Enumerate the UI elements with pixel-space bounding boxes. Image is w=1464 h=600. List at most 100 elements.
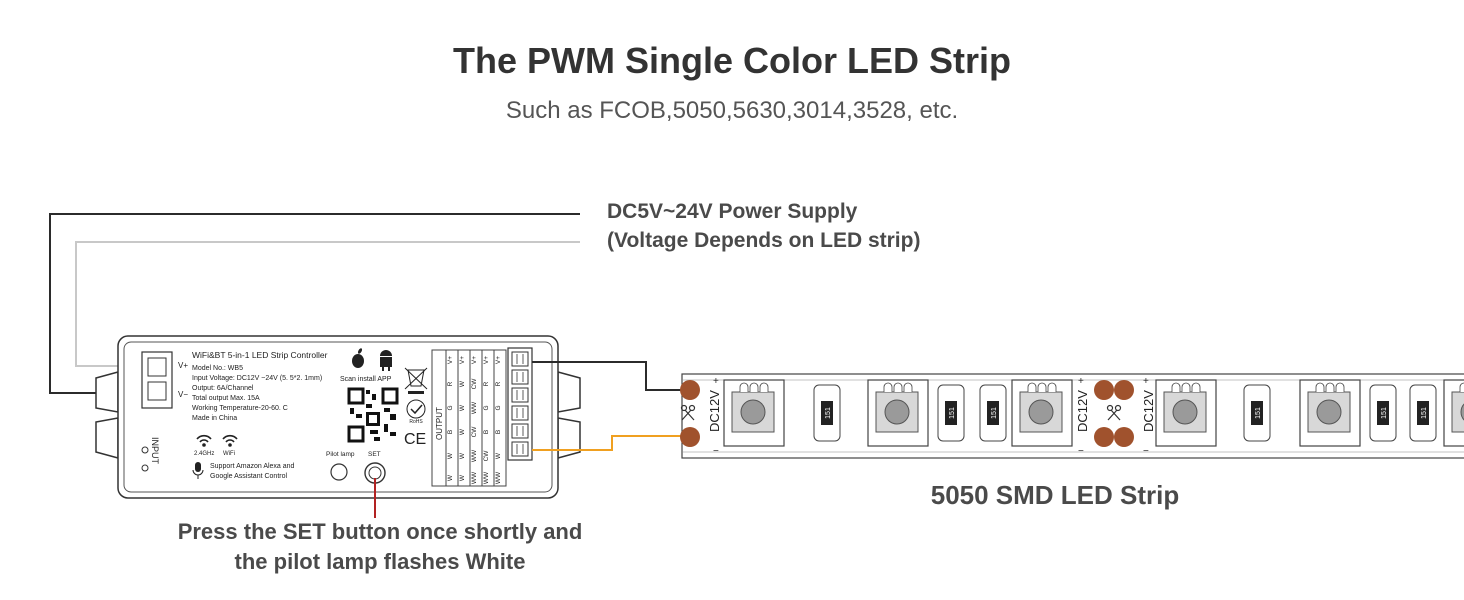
strip-plus-mark: + (1078, 376, 1084, 387)
power-supply-voltage-note: (Voltage Depends on LED strip) (607, 229, 921, 252)
output-cell: CW (483, 450, 490, 462)
android-icon (380, 350, 392, 371)
led-strip-label: 5050 SMD LED Strip (930, 480, 1180, 510)
wifi-2ghz-icon (196, 434, 212, 447)
strip-minus-mark: − (1078, 446, 1084, 457)
output-cell: V+ (471, 356, 478, 364)
output-cell: W (459, 474, 466, 481)
output-cell: B (483, 430, 490, 434)
output-cell: W (459, 428, 466, 435)
set-instruction: Press the SET button once shortly and th… (140, 517, 620, 577)
qr-code (347, 387, 399, 443)
output-cell: V+ (483, 356, 490, 364)
terminal-slot (511, 441, 529, 457)
input-vminus-label: V− (178, 390, 188, 399)
output-cell: WW (471, 401, 478, 414)
output-terminal-block (511, 351, 529, 457)
wifi-label: WiFi (223, 451, 235, 457)
controller-device: V+ V− INPUT WiFi&BT 5-in-1 LED Strip Con… (95, 335, 581, 499)
resistor-mark: 151 (991, 407, 998, 419)
output-cell: G (495, 405, 502, 410)
microphone-icon (192, 462, 204, 479)
power-wire-positive (49, 213, 580, 394)
controller-input-voltage: Input Voltage: DC12V ~24V (5. 5*2. 1mm) (192, 375, 322, 382)
scissors-icon (680, 404, 696, 421)
led-strip: DC12V DC12V DC12V + − + − + − 151 151 151 1… (680, 373, 1464, 459)
strip-voltage-mark: DC12V (1141, 390, 1156, 432)
output-cell: W (447, 452, 454, 459)
ghz-label: 2.4GHz (194, 451, 214, 457)
output-cell: WW (495, 471, 502, 484)
strip-plus-mark: + (713, 376, 719, 387)
terminal-slot (511, 351, 529, 367)
output-cell: G (483, 405, 490, 410)
resistor-mark: 151 (825, 407, 832, 419)
output-cell: V+ (447, 356, 454, 364)
output-cell: B (495, 430, 502, 434)
terminal-slot (511, 369, 529, 385)
strip-voltage-mark: DC12V (1075, 390, 1090, 432)
strip-voltage-mark: DC12V (707, 390, 722, 432)
solder-pad (680, 380, 700, 400)
controller-name: WiFi&BT 5-in-1 LED Strip Controller (192, 350, 328, 360)
strip-plus-mark: + (1143, 376, 1149, 387)
solder-pad (1114, 380, 1134, 400)
output-cell: WW (471, 449, 478, 462)
scissors-icon (1106, 404, 1122, 421)
output-channel-table: V+RGBWWV+WWWWWV+CWWWCWWWWWV+RGBCWWWV+RGB… (447, 356, 502, 484)
output-cell: G (447, 405, 454, 410)
controller-working-temp: Working Temperature-20-60. C (192, 405, 288, 412)
output-cell: W (447, 474, 454, 481)
power-wire-negative (75, 241, 580, 367)
controller-made-in: Made in China (192, 415, 237, 422)
output-cell: W (459, 380, 466, 387)
output-cell: CW (471, 378, 478, 390)
controller-model: Model No.: WB5 (192, 365, 243, 372)
output-cell: R (483, 381, 490, 386)
solder-pad (1094, 427, 1114, 447)
output-cell: WW (483, 471, 490, 484)
pilot-lamp (330, 463, 348, 481)
terminal-slot (511, 405, 529, 421)
input-vplus-label: V+ (178, 361, 188, 370)
controller-total-output: Total output Max. 15A (192, 395, 260, 402)
terminal-slot (511, 387, 529, 403)
strip-minus-mark: − (1143, 446, 1149, 457)
output-cell: B (447, 430, 454, 434)
apple-icon (352, 348, 364, 368)
output-cell: W (459, 452, 466, 459)
page-subtitle: Such as FCOB,5050,5630,3014,3528, etc. (505, 97, 959, 124)
output-cell: V+ (459, 356, 466, 364)
output-cell: W (459, 404, 466, 411)
output-wire-positive (532, 361, 684, 391)
set-instruction-line1: Press the SET button once shortly and (177, 519, 583, 544)
alexa-support-line2: Google Assistant Control (210, 473, 287, 480)
wifi-icon (222, 434, 238, 447)
output-cell: W (495, 452, 502, 459)
ce-mark: CE (404, 431, 426, 448)
controller-output: Output: 6A/Channel (192, 385, 254, 392)
recycle-bin-icon (404, 367, 428, 394)
resistor-mark: 151 (1381, 407, 1388, 419)
output-cell: R (447, 381, 454, 386)
output-cell: CW (471, 426, 478, 438)
output-cell: V+ (495, 356, 502, 364)
resistor-mark: 151 (1421, 407, 1428, 419)
set-instruction-line2: the pilot lamp flashes White (234, 549, 526, 574)
resistor-mark: 151 (949, 407, 956, 419)
scan-install-label: Scan install APP (340, 376, 392, 383)
input-label: INPUT (150, 437, 160, 465)
solder-pad (1114, 427, 1134, 447)
rohs-label: RoHS (409, 419, 423, 425)
pilot-lamp-label: Pilot lamp (326, 451, 355, 458)
output-cell: R (495, 381, 502, 386)
resistor-mark: 151 (1255, 407, 1262, 419)
terminal-slot (511, 423, 529, 439)
set-button[interactable] (364, 462, 386, 484)
solder-pad (1094, 380, 1114, 400)
output-cell: WW (471, 471, 478, 484)
page-title: The PWM Single Color LED Strip (453, 40, 1011, 81)
output-label: OUTPUT (435, 407, 444, 440)
strip-minus-mark: − (713, 446, 719, 457)
